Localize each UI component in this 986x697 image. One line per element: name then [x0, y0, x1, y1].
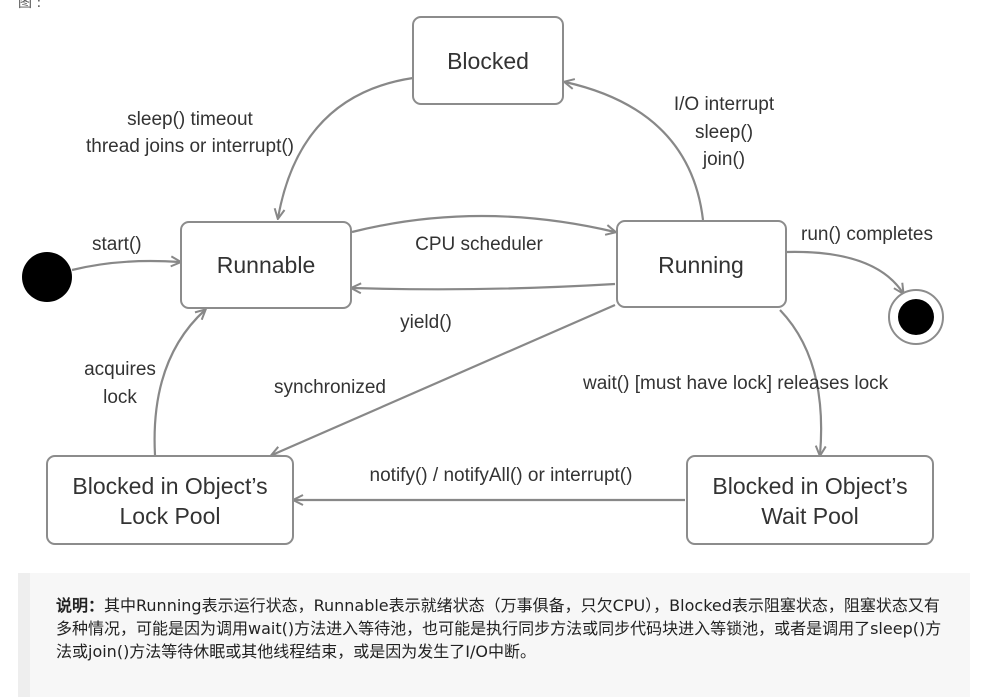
state-blocked-label: Blocked: [447, 48, 529, 74]
label-notify: notify() / notifyAll() or interrupt(): [370, 465, 633, 486]
explanation-note: 说明：其中Running表示运行状态，Runnable表示就绪状态（万事俱备，只…: [18, 573, 970, 697]
edge-io-interrupt: [565, 82, 705, 221]
caption-fragment: 图 :: [18, 0, 42, 11]
note-accent-bar: [18, 573, 30, 697]
label-yield: yield(): [400, 312, 452, 333]
state-runnable: Runnable: [180, 221, 352, 309]
label-start: start(): [92, 234, 142, 255]
edge-start: [71, 261, 180, 272]
note-body: 其中Running表示运行状态，Runnable表示就绪状态（万事俱备，只欠CP…: [56, 596, 942, 661]
state-lock-pool-line2: Lock Pool: [119, 503, 220, 529]
note-paragraph: 说明：其中Running表示运行状态，Runnable表示就绪状态（万事俱备，只…: [56, 594, 946, 663]
label-run-completes: run() completes: [801, 224, 933, 245]
label-sleep-timeout: sleep() timeout: [127, 109, 253, 130]
edge-sleep-timeout: [278, 76, 414, 218]
state-wait-pool-line1: Blocked in Object’s: [712, 473, 907, 499]
state-runnable-label: Runnable: [217, 252, 315, 278]
state-lock-pool: Blocked in Object’s Lock Pool: [46, 455, 294, 545]
label-io-join: join(): [702, 149, 745, 170]
note-label: 说明：: [56, 596, 105, 615]
label-io-sleep: sleep(): [695, 122, 753, 143]
initial-node: [22, 252, 72, 302]
final-node: [898, 299, 934, 335]
label-io-interrupt: I/O interrupt: [674, 94, 775, 115]
label-lock: lock: [103, 387, 137, 408]
edge-synchronized: [272, 303, 616, 455]
state-running: Running: [616, 220, 787, 308]
edge-run-completes: [786, 250, 903, 293]
label-synchronized: synchronized: [274, 377, 386, 398]
edge-wait: [779, 309, 821, 455]
label-thread-joins: thread joins or interrupt(): [86, 136, 294, 157]
edge-yield: [352, 284, 616, 289]
state-blocked: Blocked: [412, 16, 564, 105]
label-cpu-scheduler: CPU scheduler: [415, 234, 543, 255]
state-lock-pool-line1: Blocked in Object’s: [72, 473, 267, 499]
label-wait: wait() [must have lock] releases lock: [582, 373, 889, 394]
edge-acquires-lock: [153, 310, 205, 456]
state-wait-pool: Blocked in Object’s Wait Pool: [686, 455, 934, 545]
label-acquires: acquires: [84, 359, 156, 380]
state-running-label: Running: [658, 252, 744, 278]
edge-cpu-scheduler: [351, 214, 615, 232]
state-wait-pool-line2: Wait Pool: [761, 503, 859, 529]
thread-state-diagram: Blocked Runnable Running Blocked in Obje…: [22, 16, 944, 545]
